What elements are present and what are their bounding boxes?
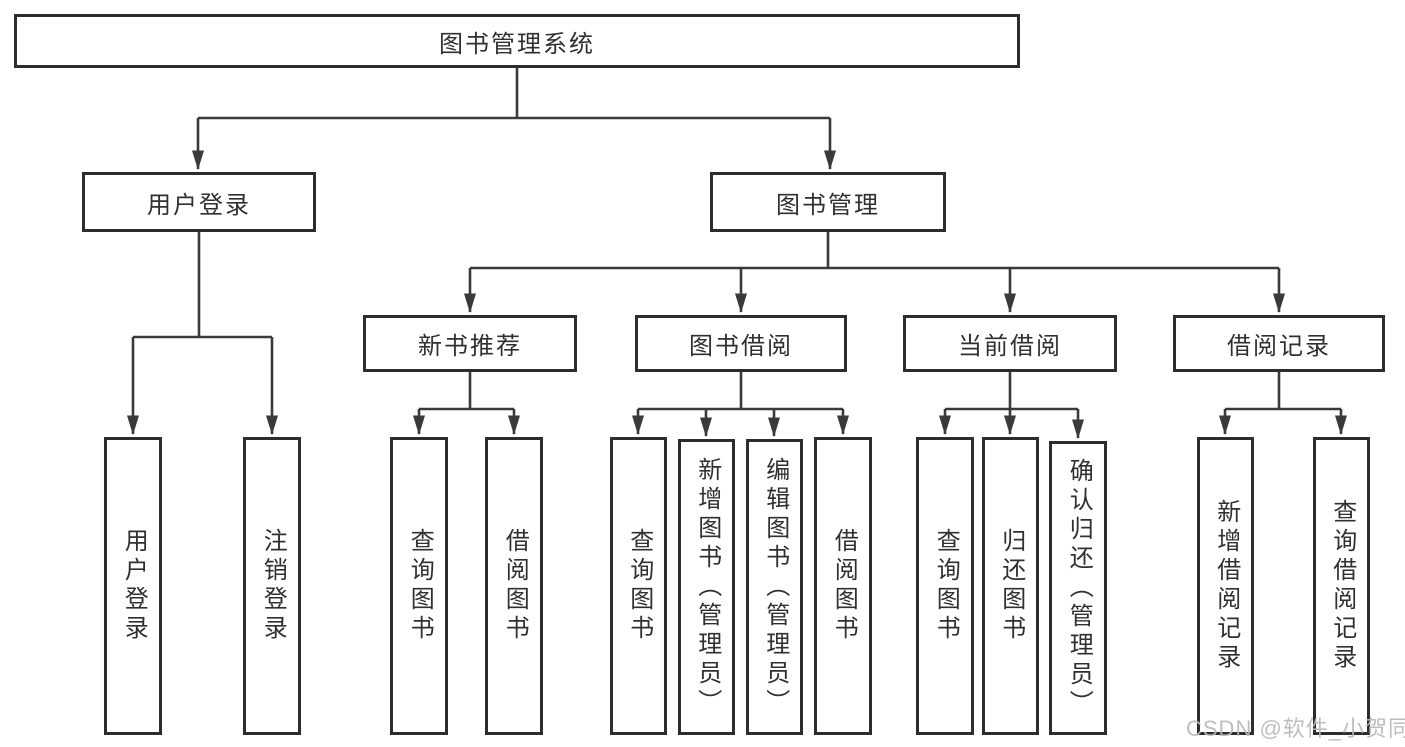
node-book-mgmt-label: 图书管理 [776,191,880,219]
node-user-login-label: 用户登录 [147,191,251,219]
watermark-text: CSDN @软件_小贺同学 [1186,716,1405,741]
node-book-borrow: 图书借阅 [635,315,847,372]
node-book-borrow-label: 图书借阅 [689,333,793,360]
node-borrow-book-rec-label: 借阅图书 [501,528,529,644]
node-query-book-current-label: 查询图书 [932,528,960,644]
node-confirm-return-admin-label: 确认归还（管理员） [1065,457,1093,719]
node-query-borrow-record-label: 查询借阅记录 [1328,499,1356,673]
node-query-borrow-record: 查询借阅记录 [1313,437,1370,735]
node-borrow-record-label: 借阅记录 [1227,333,1331,360]
node-query-book-rec-label: 查询图书 [406,528,434,644]
node-logout-leaf: 注销登录 [243,437,301,735]
node-current-borrow: 当前借阅 [903,315,1117,372]
node-borrow-book-rec: 借阅图书 [485,437,543,735]
node-borrow-book: 借阅图书 [814,437,872,735]
node-user-login: 用户登录 [82,172,316,232]
node-new-book-rec: 新书推荐 [363,315,577,372]
node-confirm-return-admin: 确认归还（管理员） [1049,441,1107,735]
node-add-borrow-record-label: 新增借阅记录 [1212,499,1240,673]
node-user-login-leaf: 用户登录 [104,437,162,735]
node-book-mgmt: 图书管理 [710,172,946,232]
node-borrow-book-label: 借阅图书 [830,528,858,644]
node-current-borrow-label: 当前借阅 [958,333,1062,360]
node-user-login-leaf-label: 用户登录 [120,528,148,644]
node-add-borrow-record: 新增借阅记录 [1197,437,1254,735]
node-query-book-borrow: 查询图书 [610,437,667,735]
node-query-book-current: 查询图书 [916,437,974,735]
node-edit-book-admin-label: 编辑图书（管理员） [761,456,789,718]
node-logout-leaf-label: 注销登录 [259,528,287,644]
node-edit-book-admin: 编辑图书（管理员） [746,439,803,735]
node-root: 图书管理系统 [14,14,1020,68]
node-query-book-rec: 查询图书 [390,437,448,735]
node-add-book-admin: 新增图书（管理员） [678,439,735,735]
node-new-book-rec-label: 新书推荐 [418,333,522,360]
node-return-book: 归还图书 [982,437,1039,735]
node-root-label: 图书管理系统 [439,30,595,58]
node-add-book-admin-label: 新增图书（管理员） [693,456,721,718]
node-return-book-label: 归还图书 [997,528,1025,644]
node-borrow-record: 借阅记录 [1173,315,1385,372]
node-query-book-borrow-label: 查询图书 [625,528,653,644]
